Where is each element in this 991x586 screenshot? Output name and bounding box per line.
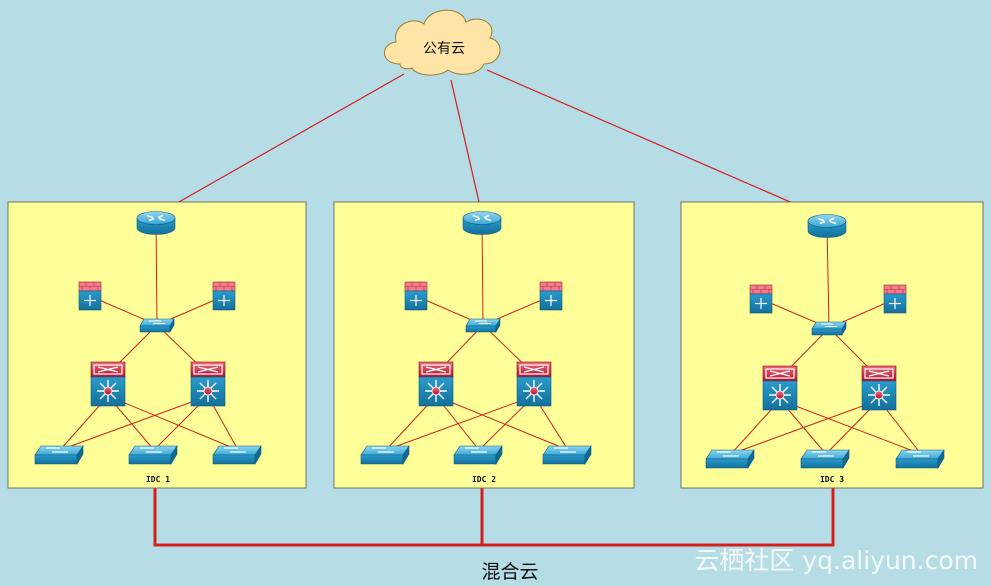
idc-1 — [7, 201, 307, 489]
router-agg-link — [826, 223, 830, 329]
idc-box — [7, 201, 307, 489]
access-switch-icon — [895, 449, 945, 469]
firewall-icon — [404, 281, 428, 311]
core-switch-icon — [516, 361, 552, 407]
cloud-link-idc1 — [155, 73, 405, 216]
router-agg-link — [481, 220, 484, 326]
firewall-icon — [749, 284, 773, 314]
core-switch-icon — [190, 361, 226, 407]
cloud-icon — [384, 9, 501, 76]
firewall-icon — [212, 281, 236, 311]
aggregation-switch-icon — [465, 318, 501, 333]
aggregation-switch-icon — [811, 321, 847, 336]
access-switch-icon — [705, 449, 755, 469]
access-switch-icon — [212, 445, 262, 465]
access-switch-icon — [453, 445, 503, 465]
cloud-links — [155, 69, 828, 219]
core-switch-icon — [90, 361, 126, 407]
idc-label-2: IDC 2 — [472, 475, 496, 484]
firewall-icon — [539, 281, 563, 311]
core-access-link — [779, 399, 922, 455]
core-access-link — [107, 395, 239, 451]
core-switch-icon — [762, 365, 798, 411]
access-switch-icon — [800, 449, 850, 469]
firewall-icon — [883, 284, 907, 314]
idc-box — [333, 201, 635, 489]
access-switch-icon — [34, 445, 84, 465]
core-access-link — [385, 395, 535, 451]
access-switch-icon — [542, 445, 592, 465]
hybrid-interconnect-link — [153, 488, 835, 547]
watermark: 云栖社区 yq.aliyun.com — [694, 546, 978, 575]
router-icon — [462, 210, 502, 236]
access-switch-icon — [128, 445, 178, 465]
idc-box — [680, 201, 984, 489]
access-switch-icon — [360, 445, 410, 465]
idc-2 — [333, 201, 635, 489]
firewall-icon — [78, 281, 102, 311]
router-icon — [136, 210, 176, 236]
idc-label-1: IDC 1 — [146, 475, 170, 484]
idc-3 — [680, 201, 984, 489]
cloud-link-idc3 — [486, 69, 828, 219]
router-icon — [807, 213, 847, 239]
core-switch-icon — [418, 361, 454, 407]
router-agg-link — [155, 220, 158, 326]
public-cloud: 公有云 — [384, 9, 501, 76]
cloud-label: 公有云 — [423, 41, 465, 57]
cloud-link-idc2 — [450, 79, 483, 216]
aggregation-switch-icon — [139, 318, 175, 333]
hybrid-cloud-label: 混合云 — [481, 561, 538, 583]
core-switch-icon — [861, 365, 897, 411]
idc-label-3: IDC 3 — [820, 475, 844, 484]
core-access-link — [730, 399, 880, 455]
core-access-link — [59, 395, 209, 451]
core-access-link — [435, 395, 569, 451]
